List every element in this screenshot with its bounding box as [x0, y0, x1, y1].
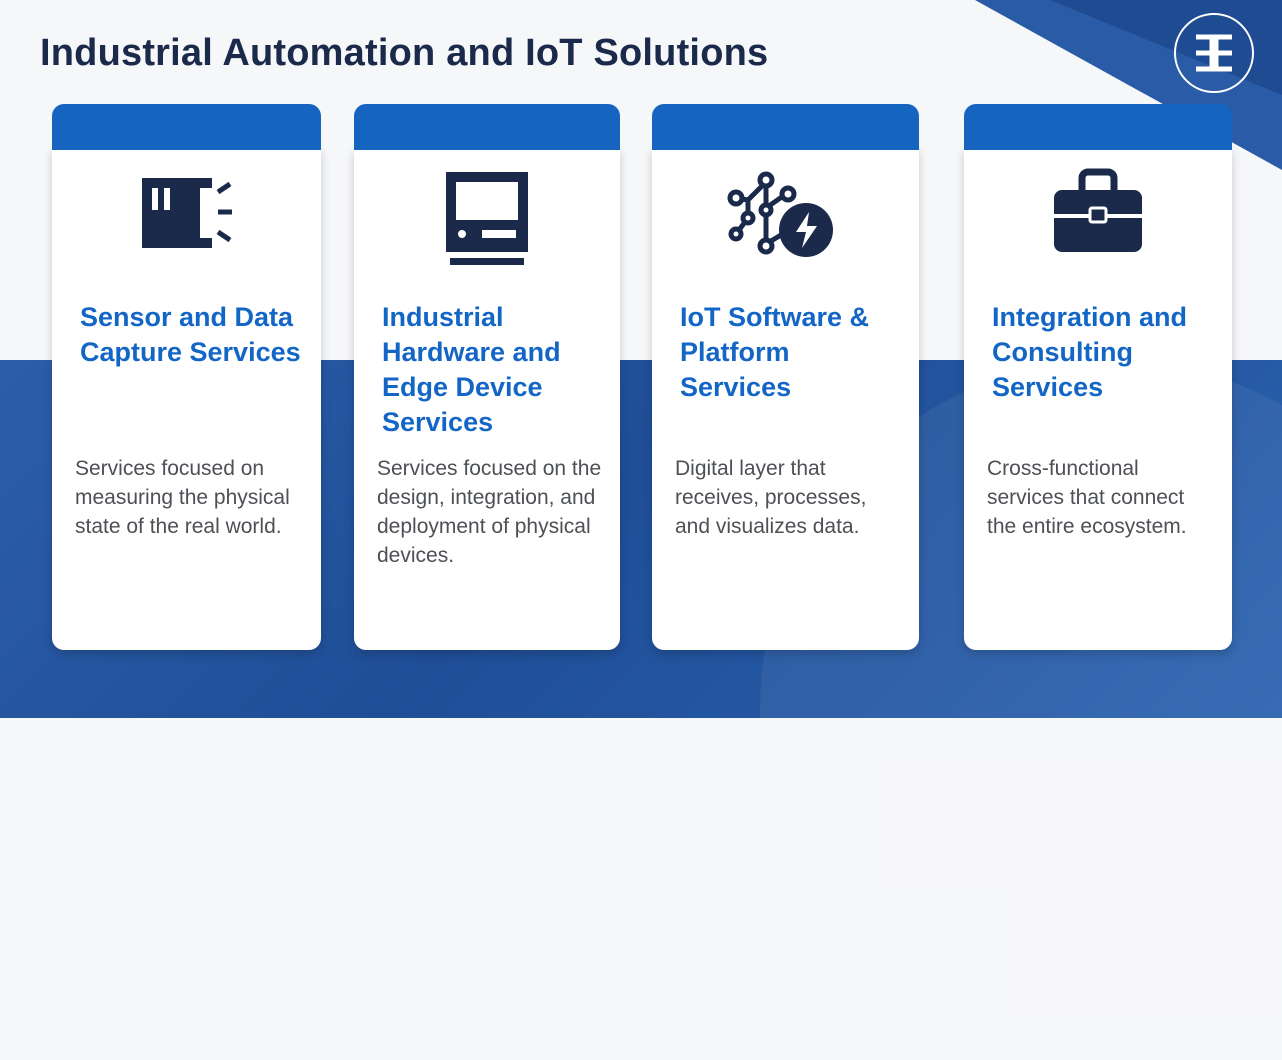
card-description: Services focused on the design, integrat… — [377, 457, 602, 567]
card-header-bar — [52, 104, 321, 150]
service-card-sensor: Sensor and Data Capture Services Service… — [52, 104, 321, 650]
service-card-integration: Integration and Consulting Services Cros… — [964, 104, 1232, 650]
service-card-iot-software: IoT Software & Platform Services Digital… — [652, 104, 919, 650]
hardware-device-icon — [446, 172, 528, 265]
card-header-bar — [652, 104, 919, 150]
card-header-bar — [964, 104, 1232, 150]
card-description: Digital layer that receives, processes, … — [675, 457, 867, 538]
iot-network-icon — [727, 171, 833, 257]
card-description: Cross-functional services that connect t… — [987, 457, 1187, 538]
card-header-bar — [354, 104, 620, 150]
card-title: IoT Software & Platform Services — [680, 302, 870, 402]
brand-logo-icon — [1174, 13, 1254, 93]
page-title: Industrial Automation and IoT Solutions — [40, 32, 769, 74]
briefcase-icon — [1054, 168, 1142, 252]
card-title: Sensor and Data Capture Services — [80, 302, 301, 367]
card-description: Services focused on measuring the physic… — [75, 457, 290, 538]
sensor-icon — [141, 178, 232, 248]
card-title: Industrial Hardware and Edge Device Serv… — [382, 302, 561, 437]
card-title: Integration and Consulting Services — [992, 302, 1187, 402]
service-card-hardware: Industrial Hardware and Edge Device Serv… — [354, 104, 620, 650]
